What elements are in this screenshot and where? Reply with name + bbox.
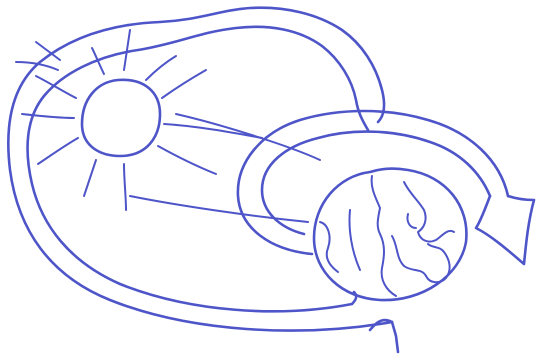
- sun-to-earth-lines: [129, 113, 321, 223]
- sun-ray: [123, 29, 131, 71]
- sun: [15, 29, 263, 211]
- outer-orbit-arrowhead: [350, 290, 400, 354]
- sun-ray: [157, 145, 217, 175]
- sun-ray: [163, 123, 263, 139]
- continent: [319, 221, 339, 273]
- continent: [403, 181, 455, 243]
- earth-orbit-arrow: [236, 109, 536, 266]
- sun-ray: [123, 163, 127, 211]
- earth-orbit-outer-stroke: [236, 109, 510, 256]
- sun-ray: [21, 113, 75, 119]
- continent: [348, 209, 361, 271]
- earth-orbit-inner-stroke: [260, 130, 492, 236]
- sun-ray: [91, 47, 105, 75]
- sun-disc: [80, 78, 162, 158]
- outer-orbit-outer-stroke: [7, 6, 394, 332]
- outer-orbit-arrow: [7, 6, 400, 354]
- continent: [370, 175, 397, 297]
- sun-ray: [35, 75, 77, 99]
- earth-outline: [312, 167, 468, 302]
- continent: [406, 213, 417, 229]
- light-line: [129, 195, 309, 223]
- continent: [391, 235, 451, 284]
- sun-ray: [145, 55, 177, 81]
- light-line: [175, 113, 321, 161]
- earth-orbit-arrowhead: [474, 194, 536, 266]
- sun-ray: [161, 69, 207, 99]
- outer-orbit-inner-stroke: [26, 25, 370, 313]
- sun-ray: [15, 61, 59, 71]
- earth: [312, 167, 468, 302]
- sun-ray: [37, 137, 79, 165]
- sun-ray: [35, 41, 61, 61]
- sun-rays: [15, 29, 263, 211]
- sun-ray: [83, 159, 97, 197]
